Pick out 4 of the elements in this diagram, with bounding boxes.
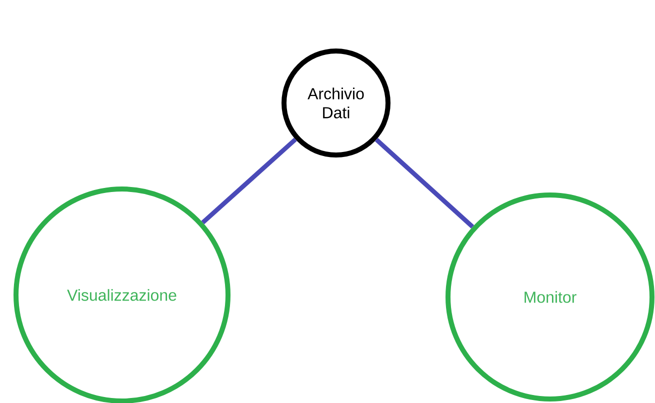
connector-line xyxy=(201,138,297,224)
circle-node: Monitor xyxy=(446,192,654,402)
connector-line xyxy=(374,138,474,228)
circle-node: Archivio Dati xyxy=(282,48,390,158)
